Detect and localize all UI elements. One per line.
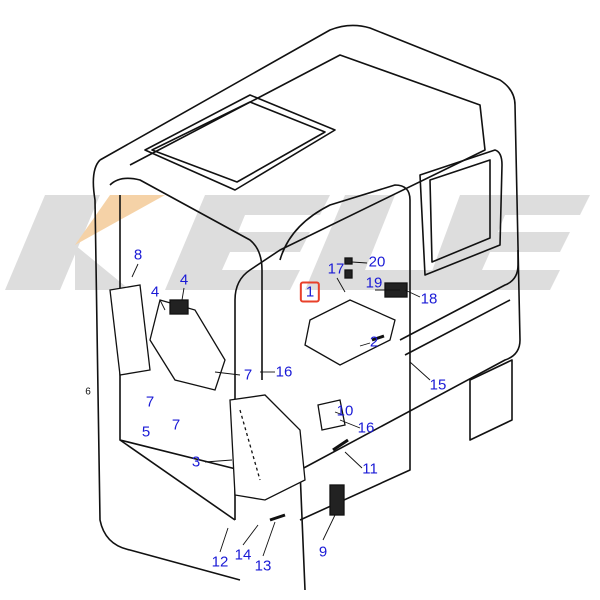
part-label-13: 13 [254, 557, 272, 575]
part-label-4: 4 [150, 283, 160, 301]
part-label-5: 5 [141, 423, 151, 441]
part-label-18: 18 [420, 290, 438, 308]
part-label-15: 15 [429, 376, 447, 394]
part-label-9: 9 [318, 543, 328, 561]
part-label-14: 14 [234, 546, 252, 564]
part-label-17: 17 [327, 260, 345, 278]
part-label-12: 12 [211, 553, 229, 571]
part-label-16: 16 [357, 419, 375, 437]
part-label-6: 6 [85, 386, 91, 398]
part-label-10: 10 [336, 402, 354, 420]
part-label-1-highlighted[interactable]: 1 [299, 281, 321, 303]
part-label-8: 8 [133, 246, 143, 264]
part-label-7: 7 [171, 416, 181, 434]
part-label-3: 3 [191, 453, 201, 471]
part-label-19: 19 [365, 274, 383, 292]
console-right [229, 257, 408, 522]
part-label-7: 7 [145, 393, 155, 411]
part-label-20: 20 [368, 253, 386, 271]
part-label-16: 16 [275, 363, 293, 381]
part-label-2: 2 [369, 333, 379, 351]
part-label-4: 4 [179, 271, 189, 289]
part-label-11: 11 [362, 460, 378, 478]
armrest-left [109, 284, 226, 391]
leader-lines [131, 261, 431, 557]
part-label-7: 7 [243, 366, 253, 384]
